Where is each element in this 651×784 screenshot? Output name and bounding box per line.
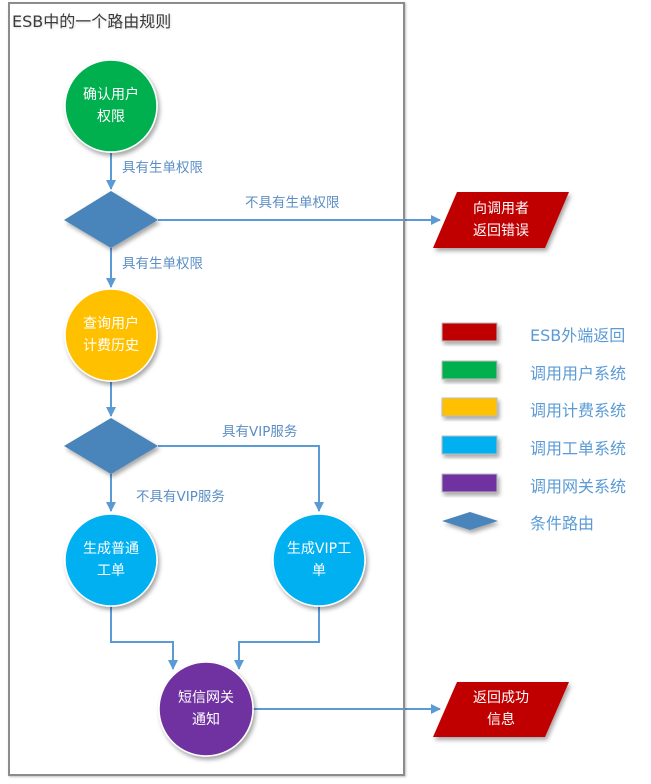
edge-label-no-vip: 不具有VIP服务 (136, 489, 225, 505)
node-verify-permission[interactable] (64, 59, 158, 153)
label-sms-notify: 短信网关 通知 (178, 690, 234, 728)
edge-label-has-permission-1: 具有生单权限 (122, 160, 203, 176)
node-vip-ticket[interactable] (272, 513, 366, 607)
legend-swatch-gateway-system (441, 473, 498, 493)
edge-label-has-permission-2: 具有生单权限 (122, 256, 203, 272)
legend-swatch-esb-return (441, 322, 498, 342)
legend-label-gateway-system: 调用网关系统 (530, 477, 627, 496)
label-normal-ticket: 生成普通 工单 (83, 541, 139, 579)
legend-label-billing-system: 调用计费系统 (530, 401, 627, 420)
node-query-billing[interactable] (64, 288, 158, 382)
edge-vip-to-sms (234, 606, 320, 670)
label-vip-ticket: 生成VIP工 单 (286, 541, 352, 579)
node-return-error[interactable] (433, 192, 569, 248)
edge-normal-to-sms (110, 606, 178, 670)
edge-label-no-permission: 不具有生单权限 (245, 195, 340, 211)
node-permission-check[interactable] (64, 191, 158, 248)
legend-label-user-system: 调用用户系统 (530, 364, 627, 383)
legend-label-esb-return: ESB外端返回 (530, 326, 626, 345)
label-query-billing: 查询用户 计费历史 (83, 316, 139, 354)
node-return-success[interactable] (433, 682, 569, 737)
routing-frame (8, 2, 405, 776)
legend-swatch-billing-system (441, 397, 498, 417)
node-vip-check[interactable] (64, 418, 158, 474)
label-verify-permission: 确认用户 权限 (83, 87, 139, 125)
diagram-title: ESB中的一个路由规则 (12, 12, 172, 31)
node-sms-notify[interactable] (158, 661, 254, 757)
legend-label-ticket-system: 调用工单系统 (530, 439, 627, 458)
legend-label-condition: 条件路由 (530, 514, 595, 533)
edge-vipcheck-to-vip (158, 445, 324, 512)
node-normal-ticket[interactable] (64, 513, 158, 607)
legend (441, 322, 498, 530)
legend-swatch-condition (442, 512, 498, 530)
legend-swatch-user-system (441, 360, 498, 380)
edge-label-has-vip: 具有VIP服务 (222, 424, 298, 440)
label-return-error: 向调用者 返回错误 (473, 201, 529, 239)
label-return-success: 返回成功 信息 (473, 690, 529, 728)
legend-swatch-ticket-system (441, 435, 498, 455)
connectors (106, 153, 441, 714)
